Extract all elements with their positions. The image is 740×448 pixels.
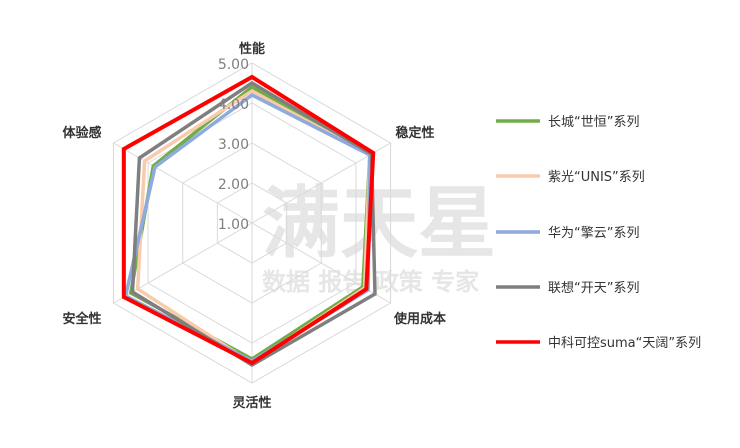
axis-label: 安全性 [62, 311, 101, 327]
watermark-main: 满天星 [262, 179, 496, 269]
axis-label: 性能 [239, 41, 265, 57]
legend-label: 紫光“UNIS”系列 [548, 170, 645, 185]
legend-item: 联想“开天”系列 [496, 280, 639, 296]
tick-label: 5.00 [218, 57, 249, 73]
legend-item: 紫光“UNIS”系列 [496, 170, 645, 185]
legend-item: 华为“擎云”系列 [496, 226, 639, 241]
legend-item: 中科可控suma“天阔”系列 [496, 336, 701, 351]
axis-label: 使用成本 [393, 311, 446, 327]
axis-spoke [113, 142, 253, 224]
axis-label: 体验感 [62, 125, 101, 141]
axis-label: 灵活性 [232, 395, 271, 411]
axis-label: 稳定性 [395, 125, 434, 141]
axis-spoke [251, 142, 391, 224]
tick-label: 1.00 [218, 217, 249, 233]
legend-label: 中科可控suma“天阔”系列 [548, 336, 701, 351]
legend-label: 联想“开天”系列 [548, 280, 639, 296]
legend-label: 长城“世恒”系列 [548, 115, 639, 130]
tick-label: 3.00 [218, 137, 249, 153]
tick-label: 2.00 [218, 177, 249, 193]
series-line [121, 74, 376, 366]
legend-item: 长城“世恒”系列 [496, 115, 639, 130]
watermark: 满天星 数据 报告 政策 专家 [262, 179, 496, 296]
tick-label: 4.00 [218, 97, 249, 113]
legend-label: 华为“擎云”系列 [548, 226, 639, 241]
